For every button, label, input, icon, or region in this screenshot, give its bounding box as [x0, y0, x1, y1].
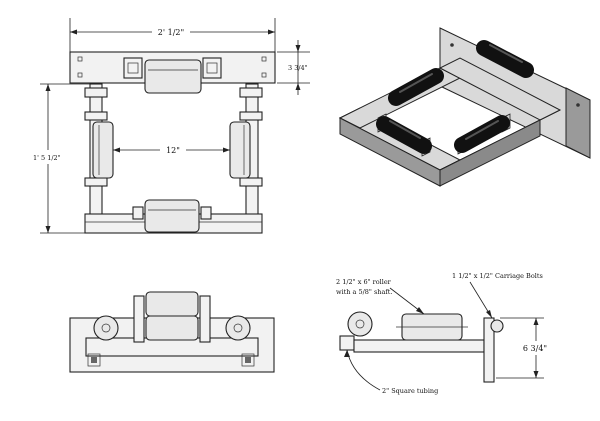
top-bracket-left	[123, 57, 143, 79]
inner-label: 12"	[166, 146, 180, 155]
plate-hole-2	[261, 56, 267, 62]
iso-roller-back-right	[476, 40, 534, 78]
left-roller	[92, 121, 114, 179]
bottom-bracket-right	[200, 206, 212, 220]
iso-roller-front-right	[454, 115, 510, 153]
rail-bracket-6	[239, 177, 263, 187]
side-vertical-plate	[483, 317, 495, 383]
front-bracket-left	[133, 295, 145, 343]
front-bolt-left	[87, 353, 101, 367]
height-arrow-top	[45, 84, 51, 91]
plate-arrow-bottom	[295, 83, 301, 90]
iso-roller-front-left	[376, 116, 432, 154]
front-tube	[85, 337, 259, 357]
offset-arrow-top	[533, 318, 539, 325]
bottom-bracket-left	[132, 206, 144, 220]
width-label: 2' 1/2"	[158, 28, 184, 37]
top-roller	[144, 59, 202, 94]
plate-hole-1	[77, 56, 83, 62]
top-bolt-right	[206, 62, 218, 74]
iso-plate-hole-1	[450, 43, 454, 47]
tube-note-leader	[346, 349, 381, 391]
front-view	[69, 291, 275, 373]
front-bolt-left-head	[91, 357, 97, 363]
tube-note-arrow	[344, 350, 350, 357]
bolt-note-arrow	[486, 310, 492, 318]
top-bolt-left	[127, 62, 139, 74]
rail-bracket-3	[84, 111, 108, 121]
side-roller-end	[347, 311, 373, 337]
plate-hole-4	[261, 72, 267, 78]
bottom-roller	[144, 199, 200, 233]
bolt-note: 1 1/2" x 1/2" Carriage Bolts	[452, 272, 543, 280]
front-roller-end-right	[225, 315, 251, 341]
rail-bracket-2	[239, 87, 263, 98]
front-roller-lower	[145, 315, 199, 341]
front-bolt-right-head	[245, 357, 251, 363]
inner-arrow-right	[223, 147, 230, 153]
iso-back-right-bar	[438, 57, 562, 121]
front-roller-hub-left	[101, 323, 111, 333]
front-bracket-right	[199, 295, 211, 343]
width-arrow-left	[70, 29, 77, 35]
front-bolt-right	[241, 353, 255, 367]
front-roller-hub-right	[233, 323, 243, 333]
isometric-view	[338, 27, 591, 187]
iso-frame-side-right	[439, 119, 541, 187]
offset-label: 6 3/4"	[523, 344, 547, 353]
rail-bracket-5	[84, 177, 108, 187]
offset-arrow-bottom	[533, 371, 539, 378]
roller-note-line-2: with a 5/8" shaft.	[336, 288, 392, 296]
width-arrow-right	[268, 29, 275, 35]
roller-note-arrow	[416, 307, 424, 314]
rail-bracket-1	[84, 87, 108, 98]
iso-roller-back-left	[388, 68, 444, 106]
side-roller-hub	[355, 319, 365, 329]
top-view: 2' 1/2" 3 3/4" 1' 5 1/2"	[33, 18, 310, 234]
roller-note-line-1: 2 1/2" x 6" roller	[336, 278, 392, 286]
tube-note: 2" Square tubing	[382, 387, 438, 395]
front-roller-upper	[145, 291, 199, 317]
side-carriage-bolt	[490, 319, 504, 333]
height-label-bg	[34, 150, 60, 164]
front-roller-end-left	[93, 315, 119, 341]
height-label: 1' 5 1/2"	[33, 154, 61, 162]
iso-plate-hole-2	[576, 103, 580, 107]
rail-bracket-4	[239, 111, 263, 121]
plate-height-label: 3 3/4"	[288, 64, 308, 72]
side-square-tube	[339, 335, 355, 351]
plate-arrow-top	[295, 45, 301, 52]
offset-label-bg	[520, 341, 550, 355]
side-frame-bar	[353, 339, 485, 353]
height-arrow-bottom	[45, 226, 51, 233]
plate-hole-3	[77, 72, 83, 78]
top-bracket-right	[202, 57, 222, 79]
right-roller	[229, 121, 251, 179]
inner-arrow-left	[113, 147, 120, 153]
iso-back-plate-side	[565, 87, 591, 159]
width-label-bg	[152, 25, 190, 38]
side-view: 2 1/2" x 6" roller with a 5/8" shaft. 1 …	[336, 272, 550, 395]
